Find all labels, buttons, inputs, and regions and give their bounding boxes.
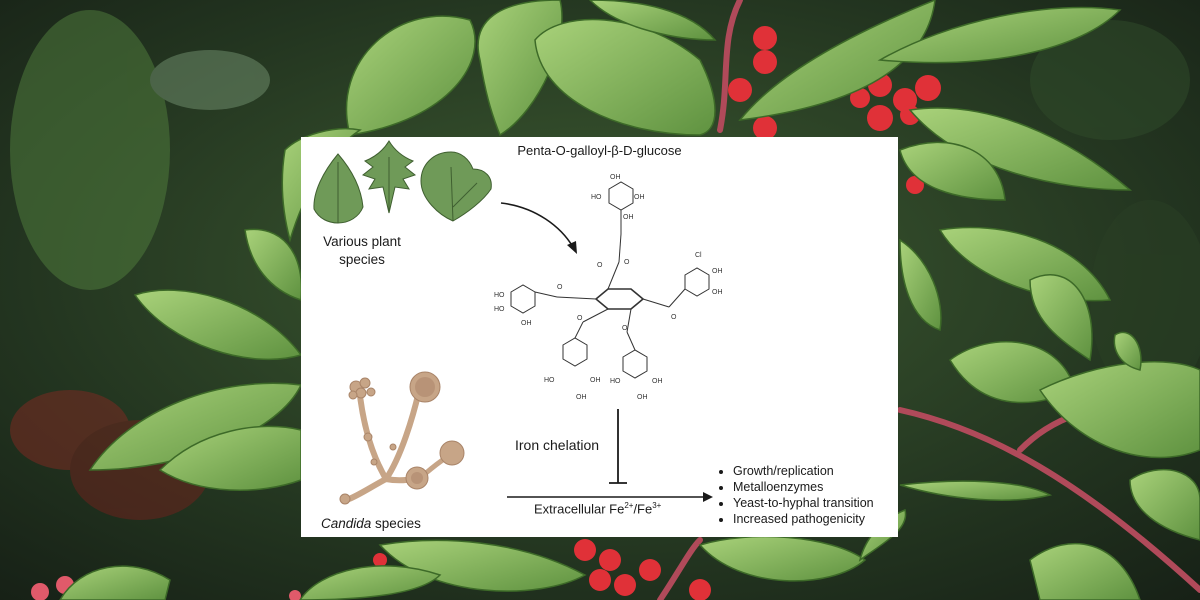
svg-text:OH: OH xyxy=(610,174,621,181)
svg-text:OH: OH xyxy=(623,214,634,221)
svg-text:OH: OH xyxy=(712,268,723,275)
svg-text:HO: HO xyxy=(591,194,602,201)
svg-text:OH: OH xyxy=(590,377,601,384)
candida-label: Candida species xyxy=(321,516,421,531)
svg-text:HO: HO xyxy=(494,292,505,299)
svg-text:OH: OH xyxy=(634,194,645,201)
effect-item: Metalloenzymes xyxy=(733,479,874,495)
extracellular-iron-label: Extracellular Fe2+/Fe3+ xyxy=(534,501,661,516)
svg-text:OH: OH xyxy=(637,394,648,401)
svg-text:HO: HO xyxy=(610,378,621,385)
svg-text:OH: OH xyxy=(712,289,723,296)
svg-text:O: O xyxy=(624,259,630,266)
iron-label-text: Extracellular Fe xyxy=(534,501,625,517)
svg-text:O: O xyxy=(597,262,603,269)
berries xyxy=(31,26,941,600)
svg-text:OH: OH xyxy=(652,378,663,385)
svg-text:Cl: Cl xyxy=(695,252,702,259)
iron-charge-3: 3+ xyxy=(652,501,662,510)
svg-text:O: O xyxy=(671,314,677,321)
iron-chelation-label: Iron chelation xyxy=(515,437,600,453)
svg-text:O: O xyxy=(577,315,583,322)
inhibition-arrow xyxy=(609,409,627,484)
effect-item: Growth/replication xyxy=(733,463,874,479)
plant-leaves-icon xyxy=(313,140,492,224)
svg-text:HO: HO xyxy=(544,377,555,384)
pgg-molecule-structure xyxy=(510,181,710,379)
biosynthesis-arrow xyxy=(500,202,577,254)
effect-item: Increased pathogenicity xyxy=(733,511,874,527)
molecule-title: Penta-O-galloyl-β-D-glucose xyxy=(517,143,682,158)
svg-text:OH: OH xyxy=(521,320,532,327)
effects-list: Growth/replication Metalloenzymes Yeast-… xyxy=(715,463,874,527)
svg-text:O: O xyxy=(557,284,563,291)
effect-item: Yeast-to-hyphal transition xyxy=(733,495,874,511)
pgg-mechanism-diagram: OH HO OH OH O O Cl OH OH O HO HO OH O O … xyxy=(313,140,723,505)
pgg-atom-labels: OH HO OH OH O O Cl OH OH O HO HO OH O O … xyxy=(494,174,723,401)
leaves xyxy=(59,0,1200,600)
figure-panel: OH HO OH OH O O Cl OH OH O HO HO OH O O … xyxy=(301,137,898,537)
candida-icon xyxy=(339,371,465,505)
candida-species-word: species xyxy=(371,516,421,531)
iron-label-sep: /Fe xyxy=(633,501,653,517)
svg-text:O: O xyxy=(622,325,628,332)
iron-charge-2: 2+ xyxy=(624,501,634,510)
candida-genus: Candida xyxy=(321,516,372,531)
svg-text:OH: OH xyxy=(576,394,587,401)
plants-label: Various plant species xyxy=(323,234,401,267)
effects-arrow xyxy=(507,492,713,502)
svg-text:HO: HO xyxy=(494,306,505,313)
